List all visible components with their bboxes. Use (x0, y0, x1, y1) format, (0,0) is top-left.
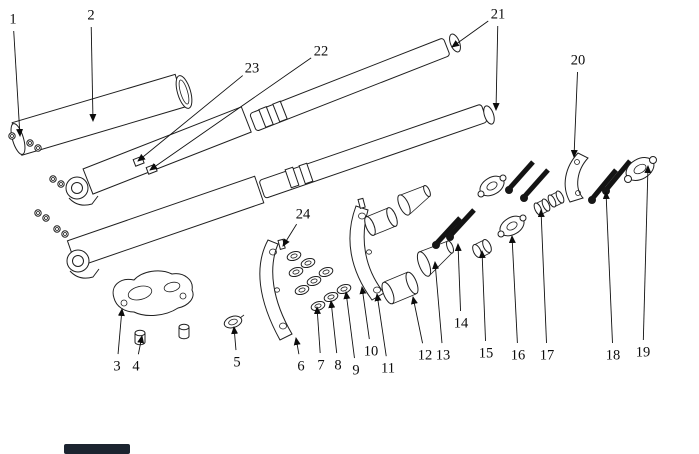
leader-line-11 (374, 293, 387, 357)
leader-line-9 (343, 291, 355, 359)
part-label-1: 1 (9, 12, 16, 28)
right-clamp-block (624, 156, 657, 183)
leader-line-23 (137, 75, 243, 162)
clamp-block-lower (497, 214, 527, 238)
part-label-9: 9 (352, 363, 359, 379)
clamp-bolt-set (505, 160, 550, 202)
lower-triple-clamp (112, 270, 194, 346)
part-label-12: 12 (418, 348, 433, 364)
part-label-16: 16 (511, 348, 526, 364)
leader-line-24 (282, 223, 298, 247)
lower-seal-set (381, 240, 455, 305)
leader-line-22 (149, 57, 312, 171)
part-label-18: 18 (606, 348, 621, 364)
leader-line-7 (313, 306, 321, 354)
part-label-4: 4 (132, 359, 140, 375)
watermark-bar (64, 444, 130, 454)
spacer-pair (533, 190, 565, 216)
leader-line-20 (570, 71, 578, 158)
part-label-5: 5 (233, 355, 240, 371)
leader-line-21 (451, 20, 489, 48)
outer-cover-tube (10, 73, 193, 156)
part-label-15: 15 (479, 346, 494, 362)
leader-line-17 (537, 209, 547, 344)
leader-line-2 (89, 26, 97, 122)
leader-line-12 (410, 296, 424, 344)
upper-seal-set (364, 184, 431, 236)
part-label-24: 24 (296, 207, 311, 223)
leader-line-5 (231, 326, 239, 351)
leader-line-19 (642, 165, 652, 341)
part-label-19: 19 (636, 345, 651, 361)
part-label-20: 20 (571, 53, 586, 69)
leader-line-3 (117, 308, 125, 355)
part-label-11: 11 (381, 361, 395, 377)
part-label-23: 23 (245, 61, 260, 77)
part-label-10: 10 (364, 344, 379, 360)
link-bracket (564, 152, 589, 203)
clamp-bolt (134, 329, 146, 346)
clamp-block-upper (477, 174, 507, 198)
small-fasteners (8, 132, 69, 238)
part-label-8: 8 (334, 358, 341, 374)
part-label-13: 13 (436, 348, 451, 364)
part-label-3: 3 (113, 359, 120, 375)
right-brace-plate (349, 197, 385, 301)
part-label-14: 14 (454, 316, 469, 332)
part-label-22: 22 (314, 44, 329, 60)
lower-fork-leg (66, 104, 495, 279)
leader-line-1 (13, 30, 24, 137)
leader-line-4 (137, 335, 145, 355)
leader-line-15 (478, 250, 486, 342)
right-bolt-set (588, 159, 632, 204)
part-label-21: 21 (491, 7, 506, 23)
leader-line-6 (293, 337, 301, 355)
part-label-7: 7 (317, 358, 324, 374)
left-brace-plate (259, 238, 293, 341)
leader-line-14 (454, 243, 462, 312)
leader-line-16 (508, 235, 518, 344)
leader-line-21 (492, 25, 500, 111)
leader-line-18 (602, 191, 613, 344)
part-label-6: 6 (297, 359, 304, 375)
bushing-set (286, 250, 352, 312)
clamp-bolt (178, 323, 190, 340)
part-label-2: 2 (87, 8, 94, 24)
leader-line-8 (328, 300, 338, 354)
part-label-17: 17 (540, 348, 555, 364)
leader-line-10 (359, 286, 370, 340)
leader-line-13 (432, 261, 443, 344)
axle-bolt-set (432, 208, 476, 249)
retainer-ring (223, 314, 245, 329)
